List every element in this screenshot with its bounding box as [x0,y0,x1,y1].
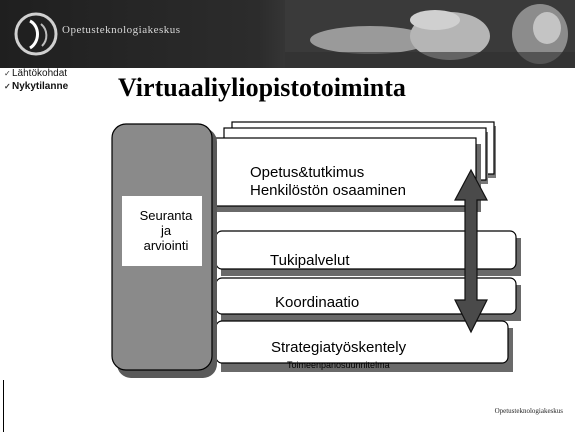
nav-item-label: Lähtökohdat [12,68,68,79]
box-opetus-line2: Henkilöstön osaaminen [250,182,406,199]
side-label-line1: Seuranta [139,208,193,223]
box-strategia-label: Strategiatyöskentely [271,339,407,356]
header-photo [285,0,575,68]
nav-item-label: Nykytilanne [12,81,69,92]
footer-org-name: Opetusteknologiakeskus [494,407,563,415]
box-koordinaatio-label: Koordinaatio [275,294,360,311]
header-banner: Opetusteknologiakeskus [0,0,575,68]
box-opetus-line1: Opetus&tutkimus [250,164,365,181]
double-arrow-icon [454,168,488,334]
header-org-name: Opetusteknologiakeskus [62,24,181,36]
nav-item-nykytilanne[interactable]: ✓Nykytilanne [4,80,114,93]
org-logo-icon [14,12,58,56]
side-box-seuranta [111,123,217,378]
box-strategia-sublabel: Toimeenpanosuunnitelma [287,360,390,370]
box-strategia [215,320,513,372]
side-label-line2: ja [160,223,172,238]
side-label-line3: arviointi [143,238,189,253]
slide-nav: ✓Lähtökohdat ✓Nykytilanne [4,67,114,93]
box-tukipalvelut-label: Tukipalvelut [270,252,350,269]
box-opetus [205,137,481,212]
checkmark-icon: ✓ [4,82,11,91]
slide-title: Virtuaaliyliopistotoiminta [118,73,406,102]
nav-item-lahtokohdat[interactable]: ✓Lähtökohdat [4,67,114,80]
checkmark-icon: ✓ [4,69,11,78]
divider [3,380,4,432]
side-box-label: Seuranta ja arviointi [121,208,211,253]
